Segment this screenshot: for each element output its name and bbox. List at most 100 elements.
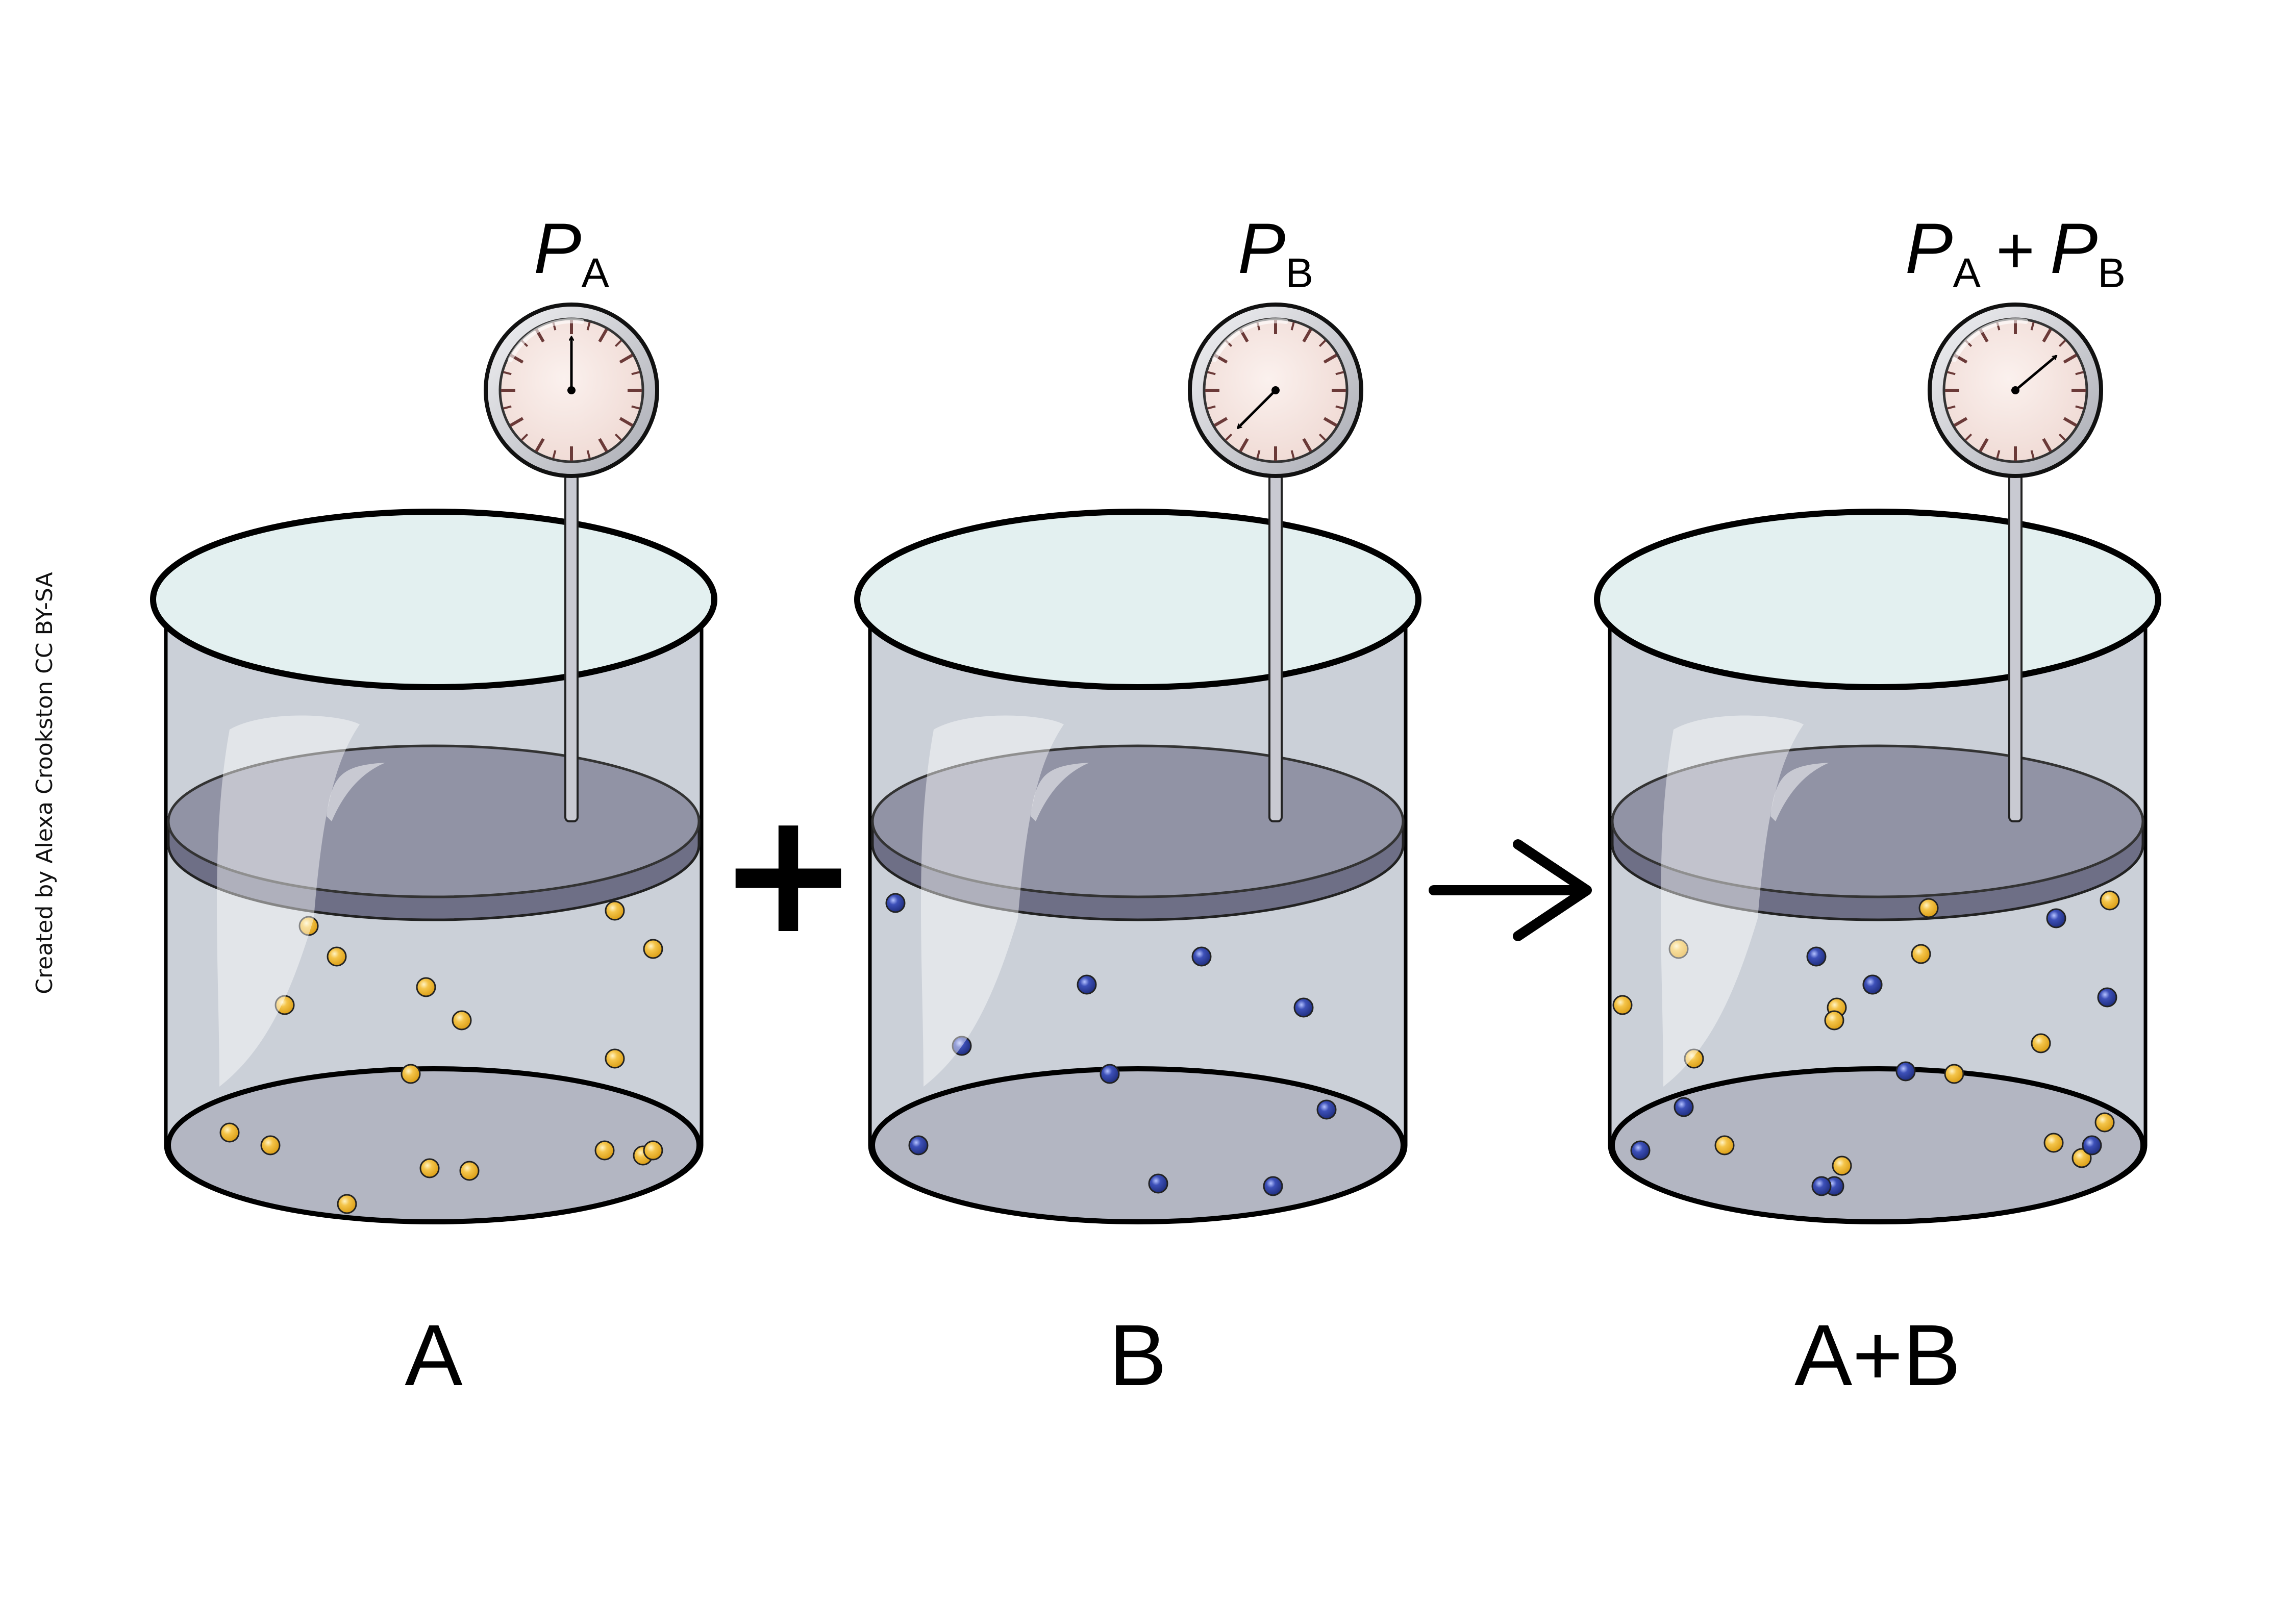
credit-text: Created by Alexa Crookston CC BY-SA — [32, 572, 58, 994]
gauge-tick — [503, 405, 512, 410]
pressure-subscript-a: A — [581, 250, 609, 296]
container-label-a: A — [405, 1307, 463, 1404]
gauge-needle — [1238, 389, 1277, 428]
gauge-tick — [503, 371, 512, 375]
beaker-ab — [1594, 303, 2161, 1224]
gauge-pivot — [1271, 386, 1280, 394]
gauge-tick — [631, 405, 640, 410]
beaker-a — [150, 303, 717, 1224]
gauge-tick — [1213, 417, 1228, 427]
gauge-tick — [1996, 450, 2001, 459]
gauge-tick — [1207, 405, 1216, 410]
gauge-stem — [1268, 473, 1283, 822]
pressure-subscript-a: A — [1953, 250, 1981, 296]
arrow-operator — [1429, 839, 1592, 941]
gas-particle-blue — [1630, 1140, 1651, 1161]
gas-particle-yellow — [1824, 1010, 1844, 1031]
glass-reflection — [921, 715, 1064, 1087]
gauge-tick — [586, 322, 591, 331]
gas-particle-yellow — [337, 1194, 357, 1214]
gauge-tick — [619, 354, 634, 364]
gauge-tick — [1947, 405, 1956, 410]
gauge-tick — [1256, 450, 1261, 459]
container-label-ab: A+B — [1794, 1307, 1961, 1404]
container-a: A PA — [150, 208, 717, 1404]
gauge-tick — [521, 433, 529, 441]
beaker-base — [870, 1066, 1406, 1224]
gas-particle-yellow — [1668, 939, 1689, 959]
gas-particle-yellow — [1918, 898, 1939, 918]
glass-reflection — [327, 763, 385, 821]
gauge-tick — [1318, 433, 1326, 441]
gas-particle-blue — [1293, 997, 1314, 1018]
gauge-tick — [586, 450, 591, 459]
glass-reflection — [1661, 715, 1804, 1087]
gauge-pivot — [2011, 386, 2019, 394]
gas-particle-yellow — [594, 1140, 615, 1161]
beaker-base — [1610, 1066, 2145, 1224]
gauge-tick — [1302, 328, 1312, 343]
gauge-tick — [2075, 371, 2084, 375]
beaker-rim — [150, 509, 717, 690]
gas-particle-yellow — [1714, 1135, 1735, 1156]
gas-particle-yellow — [1911, 944, 1931, 964]
gas-particle-blue — [885, 893, 906, 913]
pressure-symbol: P — [1238, 208, 1285, 288]
gauge-tick — [2058, 340, 2066, 347]
gauge-tick — [2030, 450, 2035, 459]
glass-reflection — [1770, 763, 1829, 821]
gas-particle-yellow — [1612, 995, 1633, 1015]
gas-particle-yellow — [2094, 1112, 2115, 1133]
gauge-tick — [1239, 438, 1249, 453]
gauge-tick — [552, 450, 557, 459]
gas-particle-blue — [2097, 987, 2117, 1008]
gauge-tick — [1953, 417, 1968, 427]
gas-particle-yellow — [643, 1140, 663, 1161]
gauge-tick — [631, 371, 640, 375]
gauge-tick — [1318, 340, 1326, 347]
gas-particle-yellow — [416, 977, 436, 997]
gauge-tick — [1965, 433, 1973, 441]
glass-reflection — [217, 715, 360, 1087]
gas-particle-yellow — [2031, 1033, 2051, 1053]
gas-particle-yellow — [1832, 1156, 1852, 1176]
gauge-tick — [1290, 450, 1295, 459]
gauge-tick — [1947, 371, 1956, 375]
pressure-subscript-b: B — [2098, 250, 2126, 296]
gas-particle-yellow — [459, 1161, 480, 1181]
glass-reflection — [1031, 763, 1089, 821]
gauge-tick — [2063, 354, 2078, 364]
gauge-tick — [2042, 328, 2052, 343]
gauge-tick — [1225, 433, 1233, 441]
gas-particle-yellow — [1684, 1048, 1704, 1069]
beaker-base — [166, 1066, 702, 1224]
gauge-label-a: PA — [534, 208, 609, 296]
gas-particle-blue — [1811, 1176, 1832, 1196]
gas-particle-blue — [1263, 1176, 1283, 1196]
gauge-tick — [1979, 438, 1989, 453]
gas-particle-yellow — [274, 995, 295, 1015]
gauge-tick — [509, 417, 524, 427]
gauge-tick — [2042, 438, 2052, 453]
gas-particle-yellow — [1944, 1064, 1964, 1084]
gauge-glare — [1952, 318, 2028, 362]
gas-particle-blue — [1862, 974, 1883, 995]
gauge-tick — [619, 417, 634, 427]
gauge-stem — [564, 473, 579, 822]
gas-particle-yellow — [260, 1135, 281, 1156]
gas-particle-blue — [1674, 1097, 1694, 1117]
gas-particle-yellow — [219, 1122, 240, 1143]
gas-particle-yellow — [327, 946, 347, 967]
gauge-tick — [2075, 405, 2084, 410]
gauge-glare — [1212, 318, 1288, 362]
gas-particle-blue — [952, 1036, 972, 1056]
pressure-subscript-b: B — [1285, 250, 1313, 296]
gauge-pivot — [567, 386, 576, 394]
gas-particle-blue — [1806, 946, 1827, 967]
gas-particle-blue — [2082, 1135, 2102, 1156]
gas-particle-blue — [908, 1135, 929, 1156]
container-label-b: B — [1109, 1307, 1166, 1404]
gas-particle-yellow — [419, 1158, 440, 1178]
gauge-label-ab: PA+PB — [1905, 208, 2126, 296]
